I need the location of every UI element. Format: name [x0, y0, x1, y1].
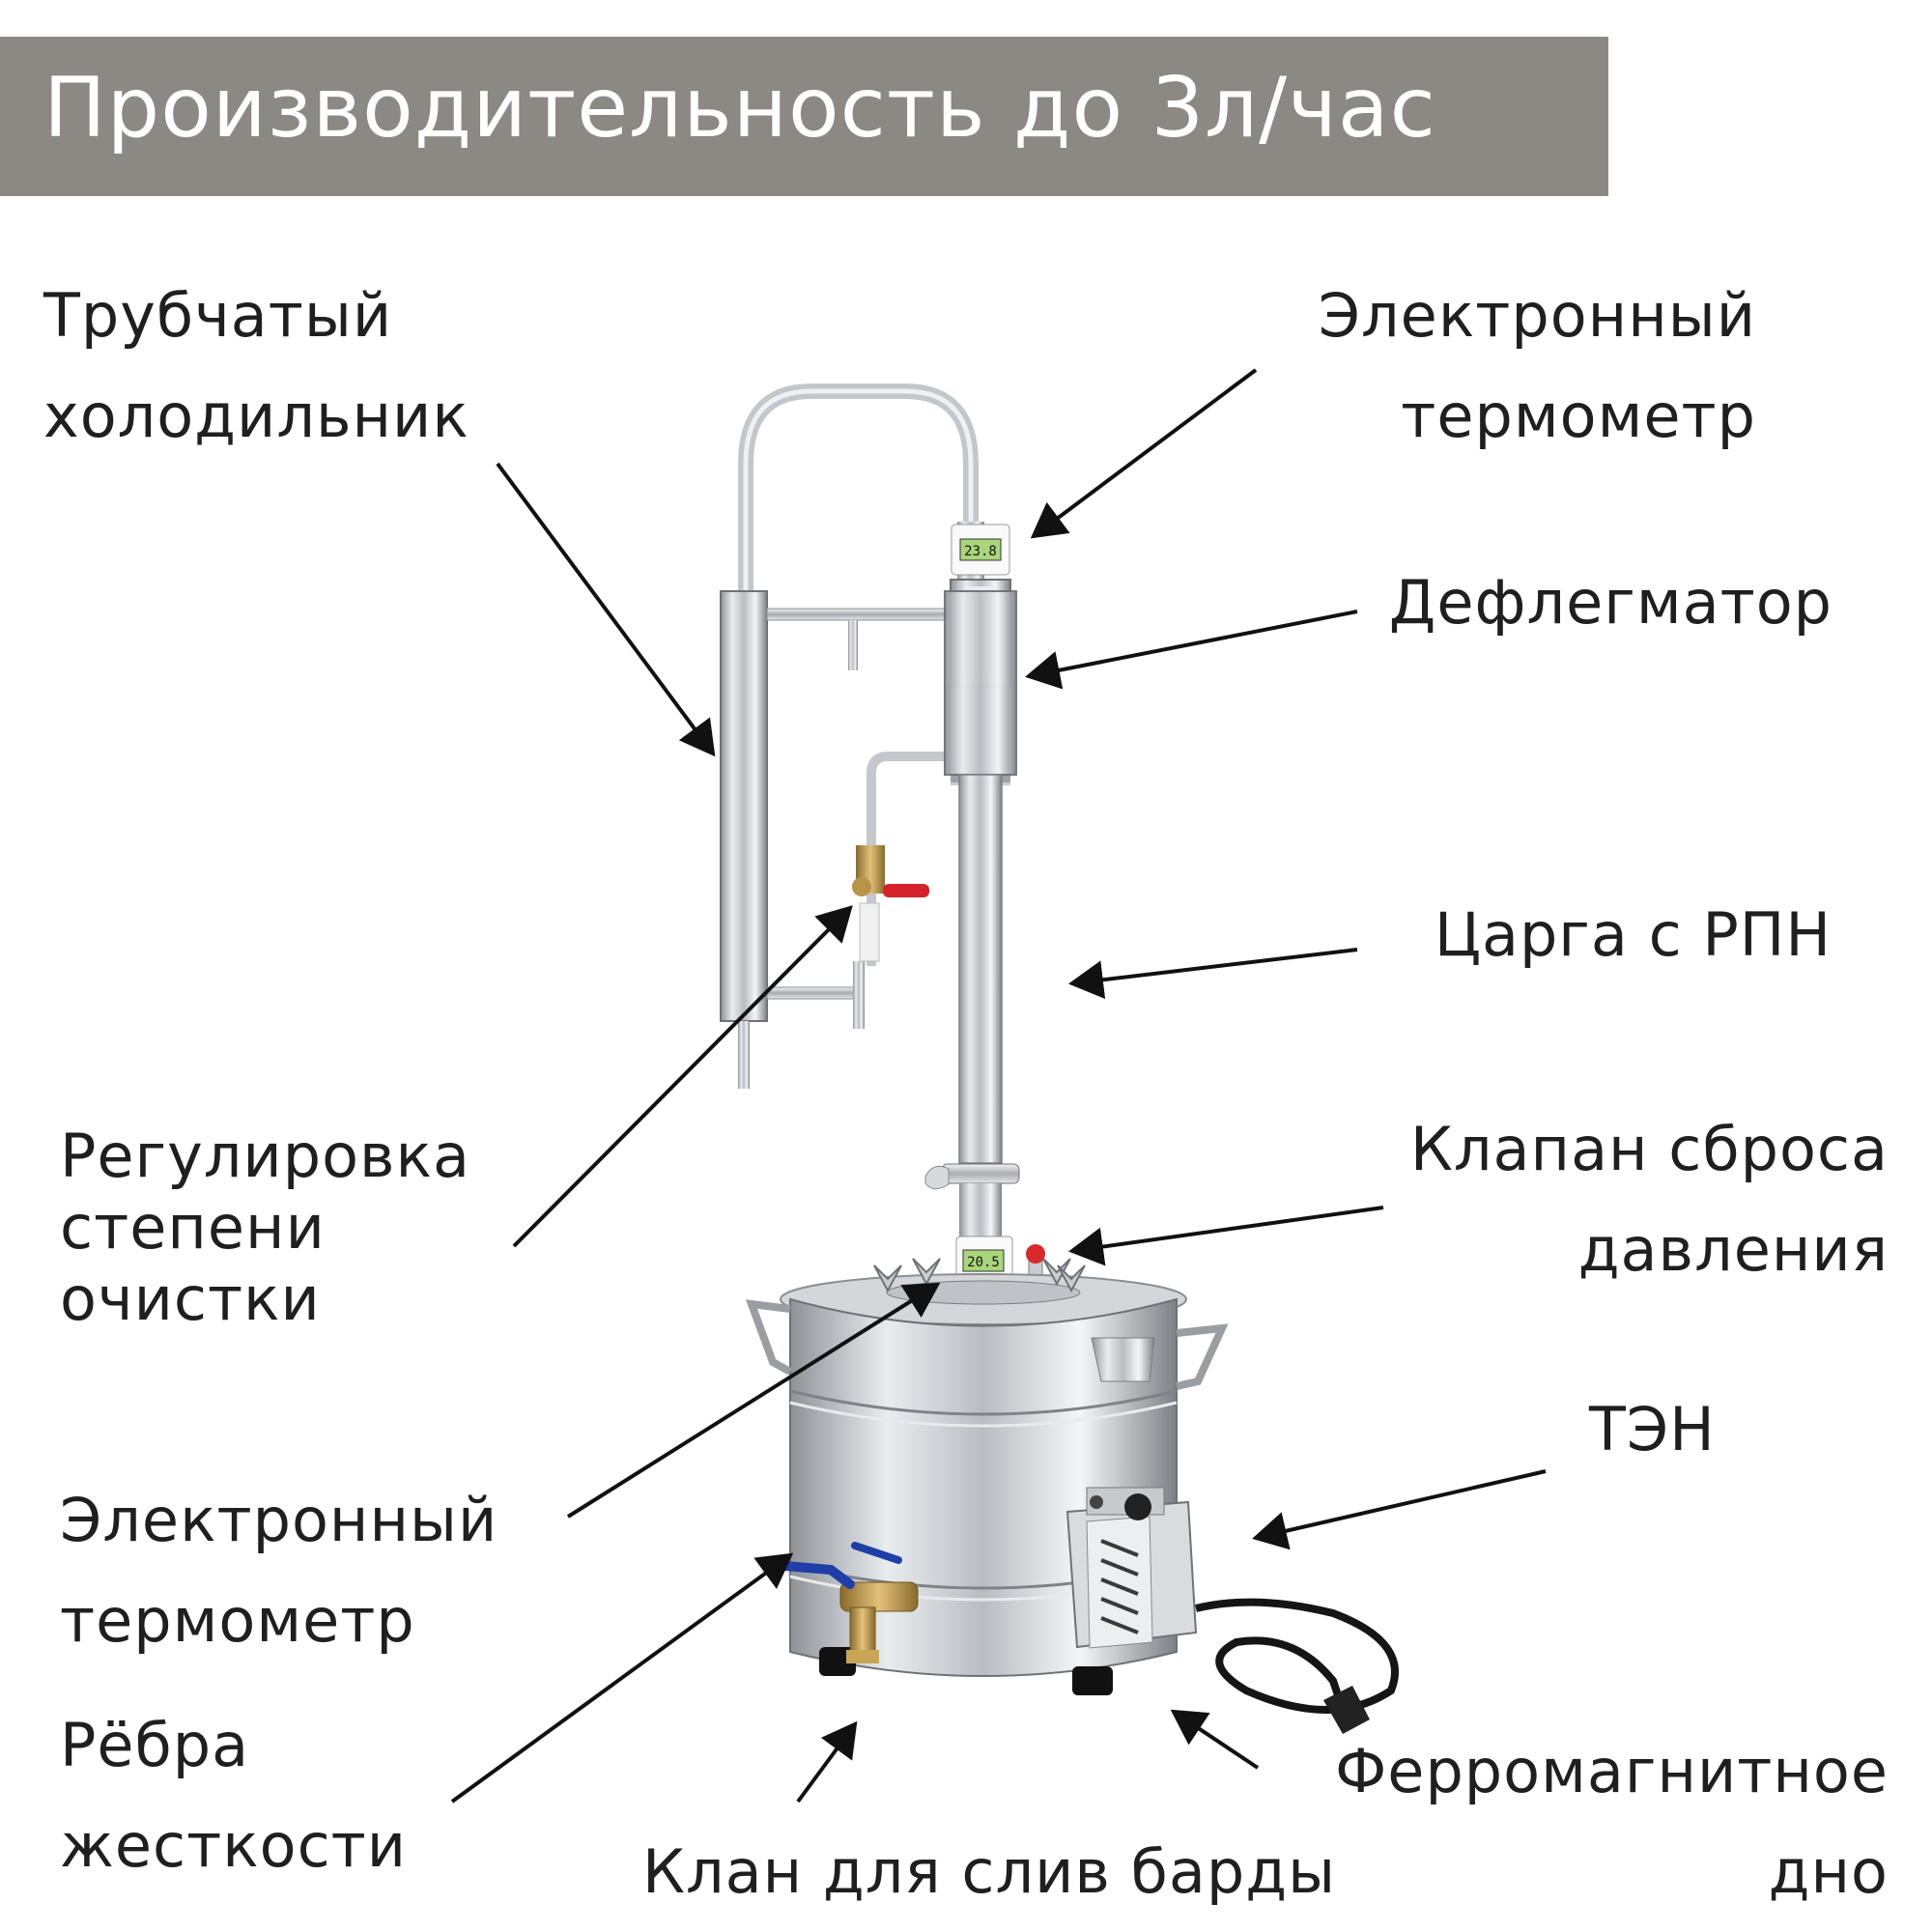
arrow-purity-control — [512, 905, 853, 1248]
label-heater: ТЭН — [1589, 1394, 1716, 1464]
title-banner — [0, 37, 1608, 196]
arrow-column — [1068, 948, 1358, 1000]
label-column: Царга с РПН — [1434, 899, 1832, 970]
arrow-heater — [1252, 1469, 1547, 1550]
arrow-dephlegmator — [1025, 610, 1358, 690]
bottom-thermometer-readout: 20.5 — [967, 1255, 1000, 1270]
tube-cooler — [720, 384, 979, 1089]
label-drain-valve: Клан для слив барды — [642, 1836, 1337, 1907]
arrow-thermometer-top — [1030, 368, 1258, 539]
page-title: Производительность до 3л/час — [43, 60, 1436, 156]
arrow-pressure-valve — [1068, 1206, 1384, 1266]
arrow-thermometer-bottom — [566, 1282, 941, 1519]
top-thermometer: 23.8 — [951, 524, 1010, 576]
purity-valve — [852, 845, 929, 962]
bottom-thermometer: 20.5 — [955, 1236, 1013, 1284]
annotation-arrows — [450, 368, 1547, 1804]
column — [924, 522, 1020, 1241]
arrow-tube-cooler — [496, 462, 716, 757]
arrow-drain — [796, 1720, 858, 1804]
arrow-bottom — [1170, 1709, 1260, 1770]
heater-unit — [1065, 1487, 1399, 1734]
top-thermometer-readout: 23.8 — [964, 544, 997, 559]
arrow-ribs — [450, 1552, 794, 1804]
label-dephlegmator: Дефлегматор — [1388, 567, 1833, 638]
